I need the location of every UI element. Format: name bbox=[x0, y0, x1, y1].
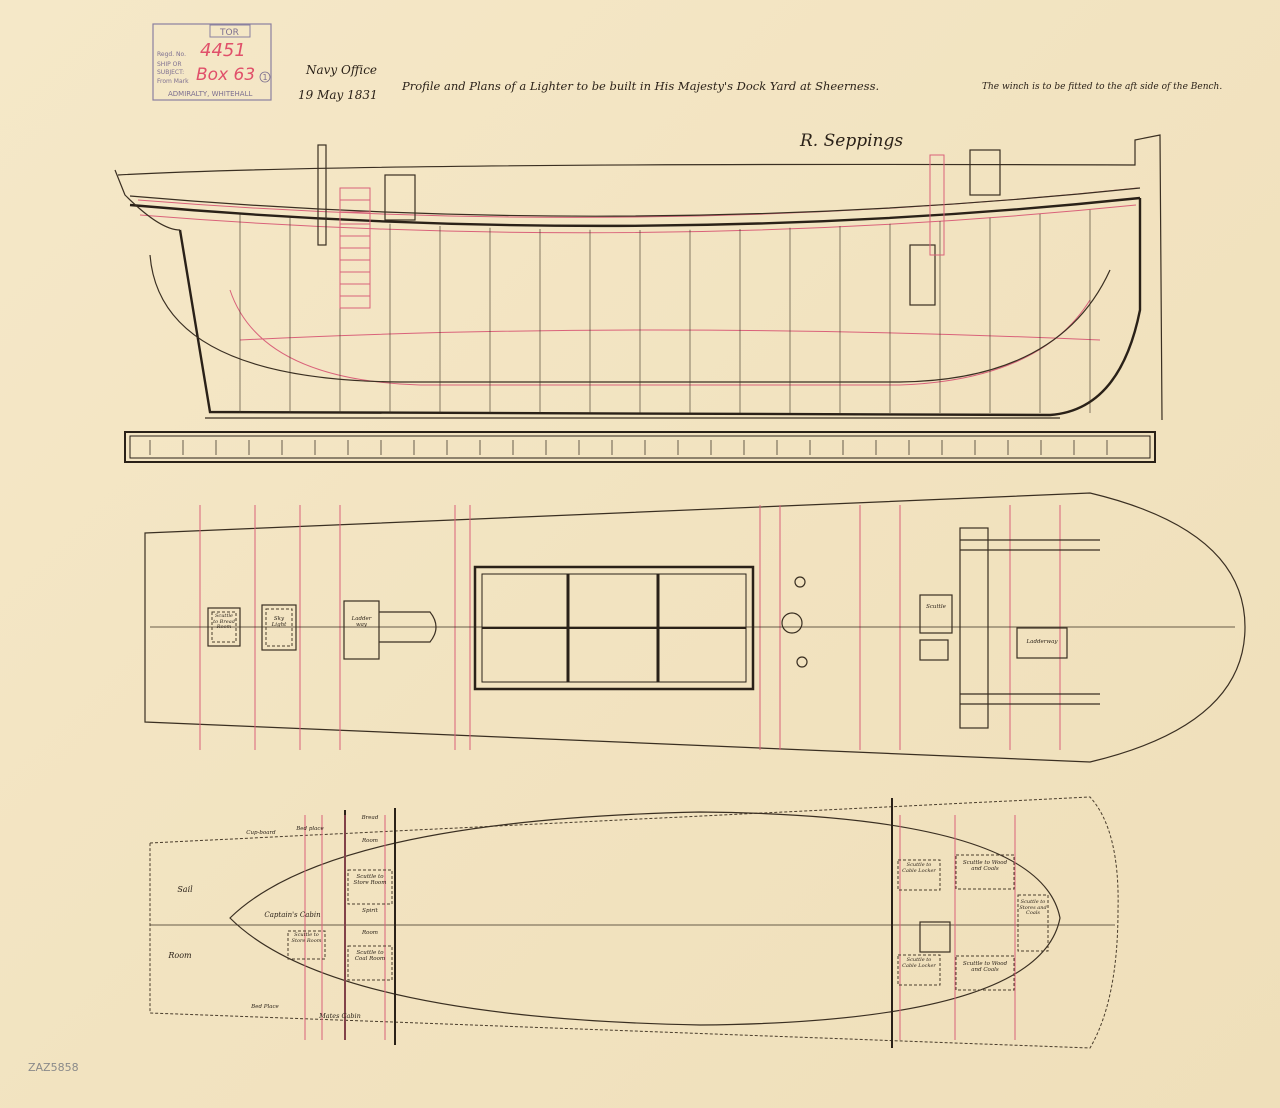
label-bed-place-top: Bed place bbox=[296, 826, 324, 832]
plan-title: Profile and Plans of a Lighter to be bui… bbox=[402, 79, 880, 93]
label-scuttle-store-room: Scuttle to Store Room bbox=[353, 874, 387, 887]
label-scuttle-bread-room: Scuttle to Bread Room bbox=[213, 613, 235, 630]
stamp-box-suffix: 1 bbox=[263, 73, 268, 82]
label-sky-light: Sky Light bbox=[271, 616, 287, 629]
scale-bar bbox=[124, 431, 1156, 463]
office-line2: 19 May 1831 bbox=[298, 88, 378, 102]
office-line1: Navy Office bbox=[306, 63, 378, 77]
label-scuttle-stores-coals: Scuttle to Stores and Coals bbox=[1019, 899, 1047, 916]
label-ladder-way: Ladder way bbox=[351, 616, 372, 629]
stamp-regd-number: 4451 bbox=[200, 40, 246, 61]
stamp-box: Box 63 bbox=[196, 65, 255, 85]
label-cupboard: Cup-board bbox=[246, 830, 276, 836]
label-captains-cabin: Captain's Cabin bbox=[264, 911, 321, 919]
hold-plan bbox=[149, 796, 1119, 1049]
stamp-regd-label: Regd. No. bbox=[157, 51, 186, 58]
label-scuttle-wood-coals-bottom: Scuttle to Wood and Coals bbox=[962, 961, 1008, 974]
label-scuttle-store-room-2: Scuttle to Store Room bbox=[291, 932, 322, 944]
label-room: Room bbox=[168, 951, 192, 960]
label-spirit: Spirit bbox=[362, 908, 378, 914]
stamp-ship-label: SHIP OR bbox=[157, 61, 182, 68]
catalogue-reference: ZAZ5858 bbox=[28, 1061, 79, 1074]
label-sail: Sail bbox=[177, 885, 193, 894]
label-scuttle-wood-coals-top: Scuttle to Wood and Coals bbox=[962, 860, 1008, 873]
label-bread-room: Room bbox=[362, 838, 378, 844]
label-scuttle-cable-locker-top: Scuttle to Cable Locker bbox=[902, 862, 936, 874]
stamp-subject-label: SUBJECT: bbox=[157, 69, 184, 76]
label-scuttle-coal-room: Scuttle to Coal Room bbox=[354, 950, 386, 963]
label-mates-cabin: Mates Cabin bbox=[319, 1012, 361, 1020]
admiralty-stamp: TOR Regd. No. SHIP OR SUBJECT: From Mark… bbox=[152, 23, 272, 101]
label-spirit-room: Room bbox=[362, 930, 378, 936]
winch-note: The winch is to be fitted to the aft sid… bbox=[982, 82, 1223, 92]
deck-plan bbox=[144, 492, 1246, 763]
label-ladderway: Ladderway bbox=[1026, 639, 1058, 645]
signature: R. Seppings bbox=[800, 131, 904, 151]
label-scuttle-cable-locker-bottom: Scuttle to Cable Locker bbox=[902, 957, 936, 969]
label-scuttle: Scuttle bbox=[926, 604, 946, 610]
profile-view bbox=[114, 134, 1163, 421]
label-bed-place-bottom: Bed Place bbox=[251, 1004, 279, 1010]
stamp-header: TOR bbox=[219, 28, 239, 38]
label-bread: Bread bbox=[361, 815, 379, 821]
stamp-from-label: From Mark bbox=[157, 78, 189, 85]
stamp-office: ADMIRALTY, WHITEHALL bbox=[168, 90, 252, 98]
